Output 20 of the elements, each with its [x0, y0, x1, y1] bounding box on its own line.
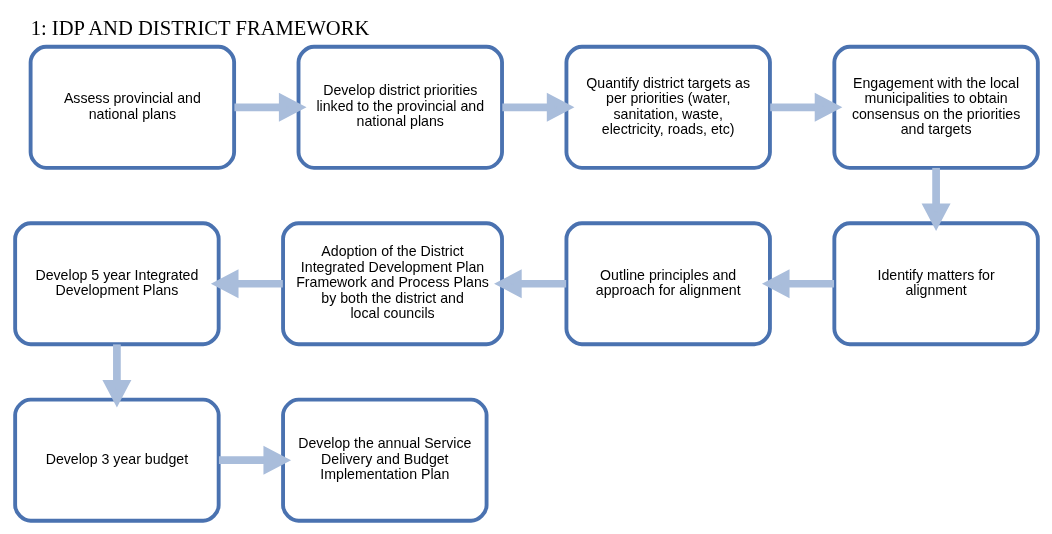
node-box: Engagement with the local municipalities to obtain consensus on the priorities and targets — [831, 44, 1040, 170]
arrow — [769, 92, 842, 122]
arrow — [761, 269, 834, 299]
node-box: Develop district priorities linked to the provincial and national plans — [296, 44, 504, 170]
node-box: Outline principles and approach for alignment — [564, 221, 772, 347]
node-box: Quantify district targets as per priorities (water, sanitation, waste, electricity, roads, etc) — [564, 44, 772, 170]
node-box: Develop the annual Service Delivery and Budget Implementation Plan — [280, 397, 488, 523]
arrow — [493, 269, 566, 299]
arrow — [921, 167, 951, 232]
diagram-title: 1: IDP AND DISTRICT FRAMEWORK — [30, 16, 369, 39]
node-box: Identify matters for alignment — [831, 221, 1040, 347]
arrow — [233, 92, 307, 122]
arrow — [210, 269, 283, 299]
arrow — [501, 92, 574, 122]
node-box: Adoption of the District Integrated Development Plan Framework and Process Plans by both the district and local councils — [280, 221, 504, 347]
arrow — [218, 445, 291, 475]
node-box: Assess provincial and national plans — [28, 44, 236, 170]
arrow — [101, 344, 131, 408]
node-box: Develop 5 year Integrated Development Plans — [12, 221, 221, 347]
node-box: Develop 3 year budget — [12, 397, 221, 523]
